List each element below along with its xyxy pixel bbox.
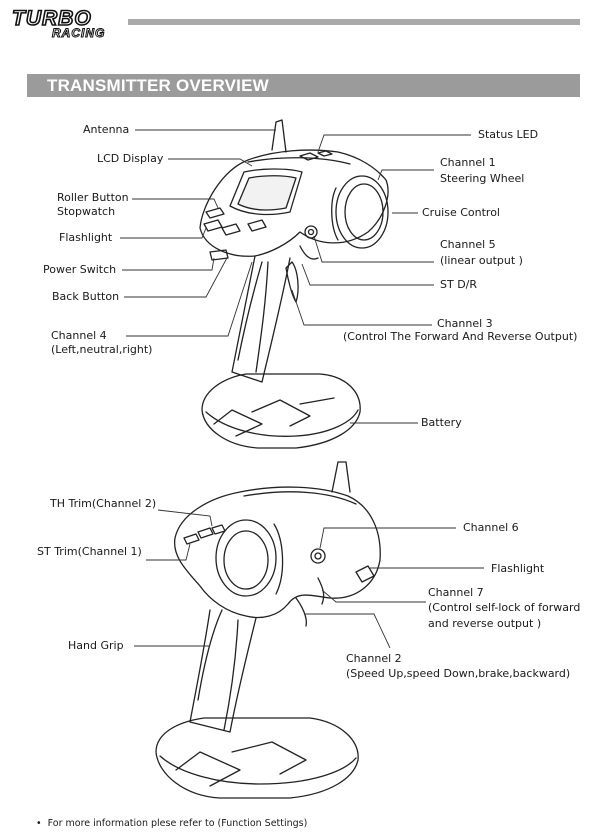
label-st-dr: ST D/R: [440, 278, 478, 291]
label-channel-2: Channel 2: [346, 652, 402, 665]
label-roller-button: Roller Button: [57, 191, 129, 204]
label-channel-7-desc-2: and reverse output ): [428, 617, 542, 630]
label-back-button: Back Button: [52, 290, 120, 303]
label-channel-4: Channel 4: [51, 329, 107, 342]
label-th-trim: TH Trim(Channel 2): [50, 497, 157, 510]
label-cruise-control: Cruise Control: [422, 206, 500, 219]
label-stopwatch: Stopwatch: [57, 205, 116, 218]
label-channel-5: Channel 5: [440, 238, 496, 251]
label-channel-5-desc: (linear output ): [440, 254, 523, 267]
label-channel-1: Channel 1: [440, 156, 496, 169]
label-channel-1-desc: Steering Wheel: [440, 172, 525, 185]
label-channel-2-desc: (Speed Up,speed Down,brake,backward): [346, 667, 571, 680]
label-st-trim: ST Trim(Channel 1): [37, 545, 142, 558]
section-title: TRANSMITTER OVERVIEW: [47, 76, 269, 95]
label-flashlight-bottom: Flashlight: [491, 562, 545, 575]
logo-turbo: TURBO: [11, 7, 92, 31]
label-status-led: Status LED: [478, 128, 539, 141]
label-hand-grip: Hand Grip: [68, 639, 124, 652]
section-header: TRANSMITTER OVERVIEW: [27, 74, 580, 97]
label-channel-4-desc: (Left,neutral,right): [51, 343, 153, 356]
footnote: • For more information plese refer to (F…: [36, 818, 307, 830]
label-power-switch: Power Switch: [43, 263, 117, 276]
label-channel-7: Channel 7: [428, 586, 484, 599]
logo-racing: RACING: [51, 26, 106, 40]
header-rule: [128, 19, 580, 25]
label-battery: Battery: [421, 416, 462, 429]
label-channel-3: Channel 3: [437, 317, 493, 330]
footnote-text: For more information plese refer to (Fun…: [47, 818, 308, 829]
label-flashlight-top: Flashlight: [59, 231, 113, 244]
label-antenna: Antenna: [83, 123, 130, 136]
label-channel-6: Channel 6: [463, 521, 519, 534]
label-lcd-display: LCD Display: [97, 152, 164, 165]
label-channel-3-desc: (Control The Forward And Reverse Output): [343, 330, 578, 343]
transmitter-front-view: [155, 461, 381, 799]
turbo-racing-logo: TURBO RACING: [11, 7, 122, 44]
bullet-icon: •: [36, 818, 48, 829]
label-channel-7-desc-1: (Control self-lock of forward: [428, 601, 581, 614]
transmitter-top-view: [199, 119, 389, 449]
